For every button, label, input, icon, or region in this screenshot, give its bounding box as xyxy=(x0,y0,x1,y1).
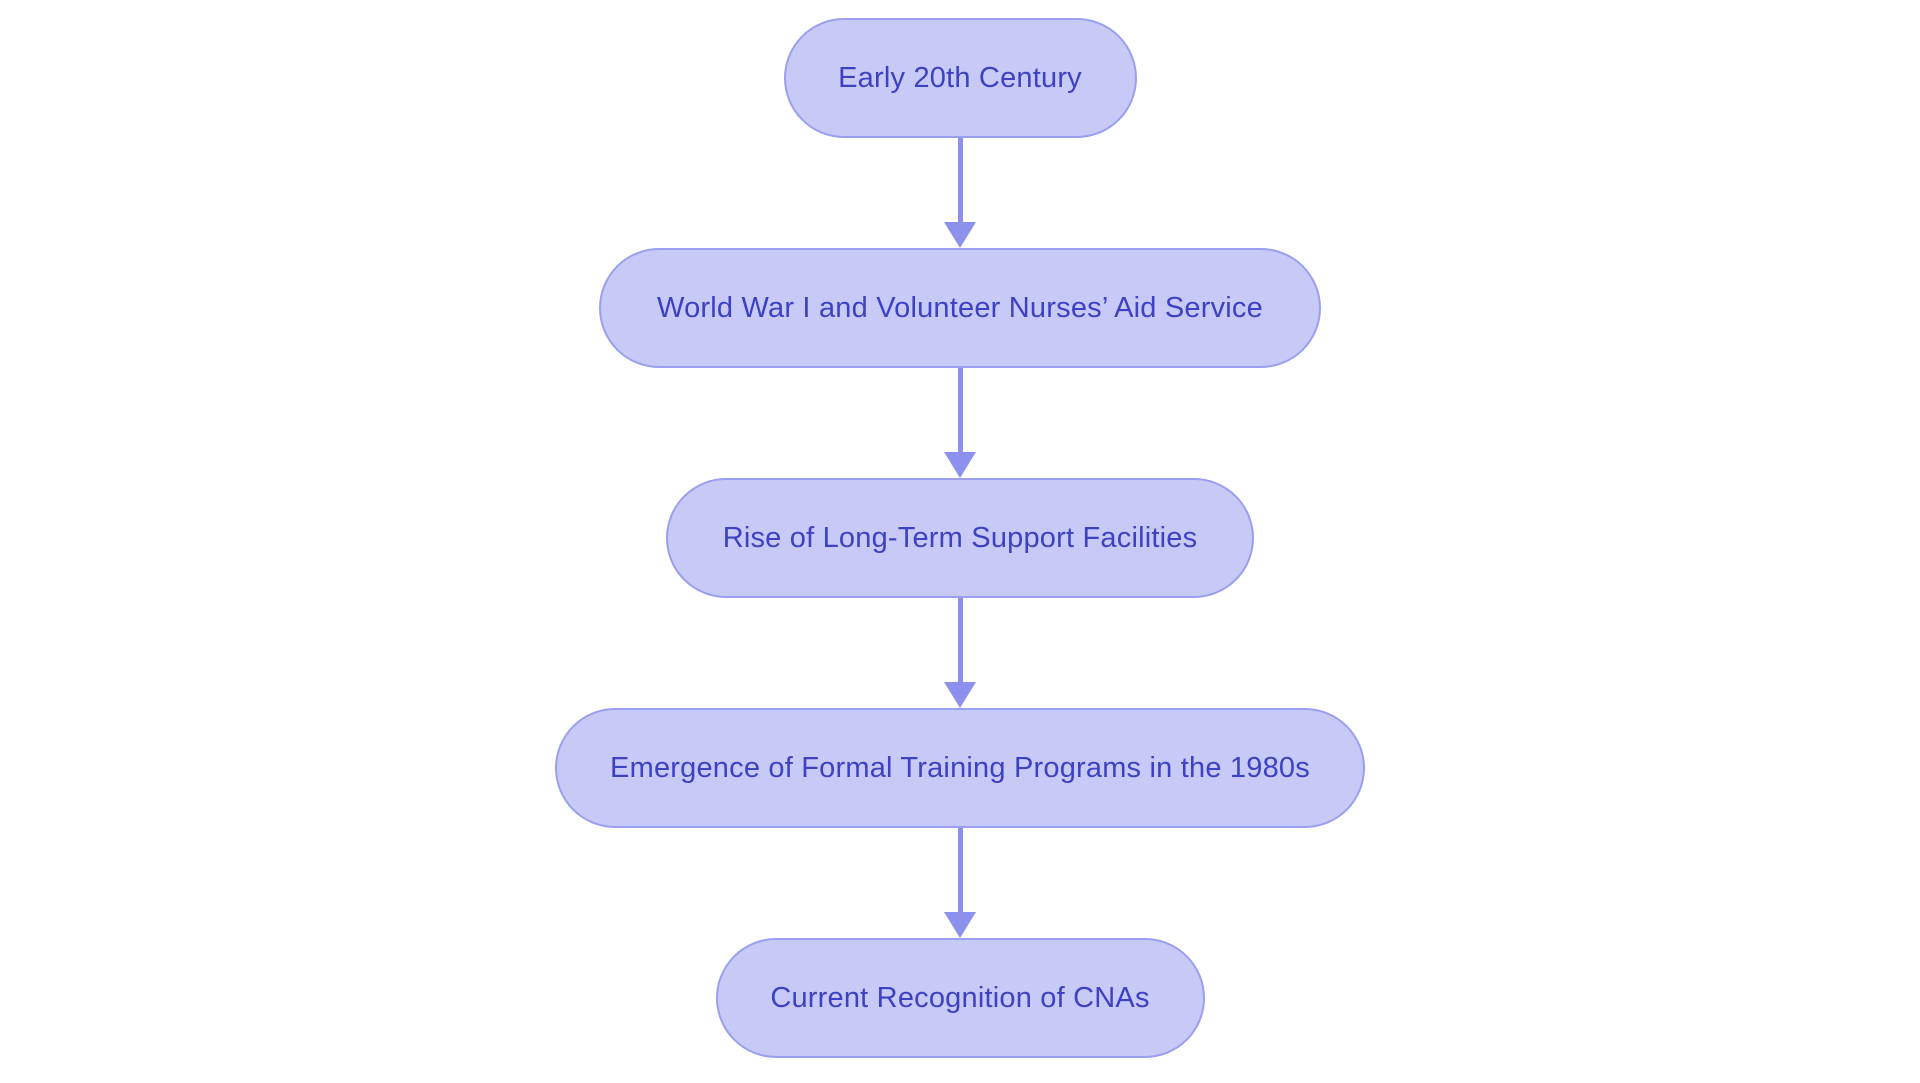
flowchart-node-label: Rise of Long-Term Support Facilities xyxy=(722,521,1198,554)
flow-arrow xyxy=(944,138,976,248)
arrow-head-icon xyxy=(944,222,976,248)
arrow-shaft xyxy=(957,368,963,452)
arrow-shaft xyxy=(957,828,963,912)
arrow-head-icon xyxy=(944,912,976,938)
flow-arrow xyxy=(944,368,976,478)
flowchart-node-rise-of-long-term-support-facilities: Rise of Long-Term Support Facilities xyxy=(666,478,1254,598)
arrow-head-icon xyxy=(944,682,976,708)
arrow-shaft xyxy=(957,598,963,682)
flowchart-node-early-20th-century: Early 20th Century xyxy=(783,18,1137,138)
flowchart-node-label: Emergence of Formal Training Programs in… xyxy=(610,751,1310,784)
flowchart-node-current-recognition-of-cnas: Current Recognition of CNAs xyxy=(715,938,1205,1058)
arrow-head-icon xyxy=(944,452,976,478)
flowchart-node-emergence-of-formal-training-programs-1980s: Emergence of Formal Training Programs in… xyxy=(555,708,1365,828)
flow-arrow xyxy=(944,598,976,708)
flowchart-node-label: World War I and Volunteer Nurses’ Aid Se… xyxy=(657,291,1263,324)
flowchart-node-label: Early 20th Century xyxy=(838,61,1082,94)
flowchart-node-wwi-volunteer-nurses-aid-service: World War I and Volunteer Nurses’ Aid Se… xyxy=(599,248,1321,368)
flowchart-node-label: Current Recognition of CNAs xyxy=(770,981,1150,1014)
flow-arrow xyxy=(944,828,976,938)
arrow-shaft xyxy=(957,138,963,222)
